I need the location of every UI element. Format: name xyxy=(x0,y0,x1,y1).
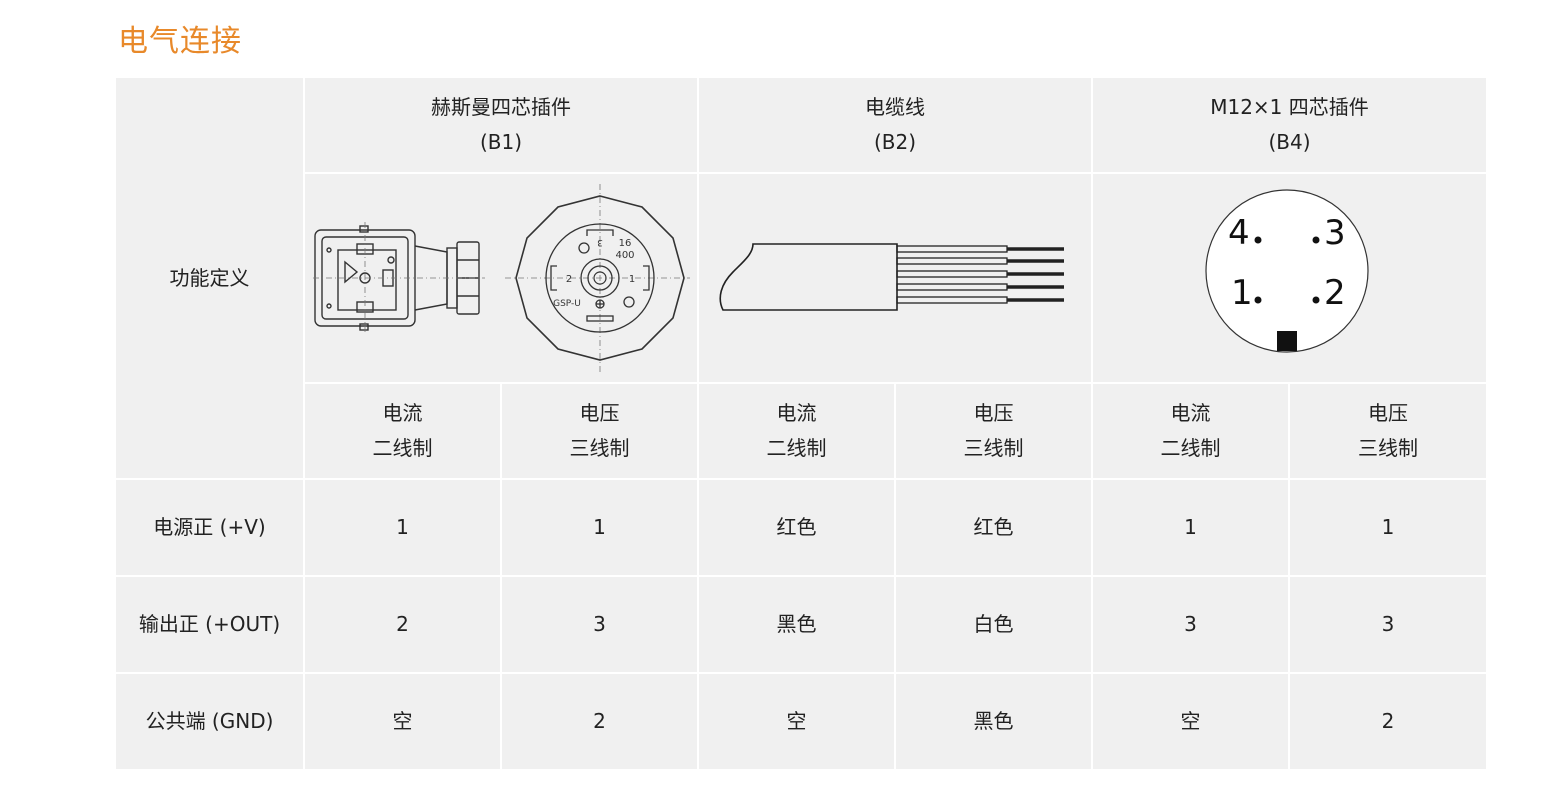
mode-line1: 电流 xyxy=(1170,401,1211,425)
table-cell: 红色 xyxy=(896,480,1091,575)
table-cell: 空 xyxy=(1093,674,1288,769)
mode-line2: 三线制 xyxy=(963,436,1024,460)
b4-pin-1: 1 xyxy=(1231,273,1253,313)
header-b1-code: (B1) xyxy=(479,130,523,154)
b1-pin-3: 3 xyxy=(597,237,603,247)
table-cell: 空 xyxy=(699,674,894,769)
cable-drawing xyxy=(719,243,1064,311)
table-cell: 空 xyxy=(305,674,500,769)
table-cell: 2 xyxy=(502,674,697,769)
mode-line2: 三线制 xyxy=(1358,436,1418,460)
header-b1-name: 赫斯曼四芯插件 xyxy=(431,95,571,119)
b1-label-gsp: GSP-U xyxy=(553,299,581,309)
table-cell: 1 xyxy=(1290,480,1486,575)
mode-line1: 电流 xyxy=(776,401,817,425)
table-cell: 3 xyxy=(502,577,697,672)
mode-b4-voltage: 电压 三线制 xyxy=(1290,384,1486,478)
header-b4: M12×1 四芯插件 (B4) xyxy=(1093,78,1486,172)
connection-table: 功能定义 赫斯曼四芯插件 (B1) 电缆线 (B2) M12×1 四芯插件 (B… xyxy=(116,78,1486,769)
diagram-b2 xyxy=(699,174,1091,382)
mode-line2: 三线制 xyxy=(569,436,630,460)
row-label-output-positive: 输出正 (+OUT) xyxy=(116,577,303,672)
table-cell: 黑色 xyxy=(699,577,894,672)
mode-b1-voltage: 电压 三线制 xyxy=(502,384,697,478)
table-cell: 1 xyxy=(305,480,500,575)
header-b2-name: 电缆线 xyxy=(865,95,925,119)
b1-pin-1: 1 xyxy=(629,274,635,285)
b4-pin-2: 2 xyxy=(1324,273,1346,313)
mode-line2: 二线制 xyxy=(766,436,827,460)
header-b2-code: (B2) xyxy=(873,130,917,154)
table-cell: 1 xyxy=(502,480,697,575)
row-label-power-positive: 电源正 (+V) xyxy=(116,480,303,575)
header-b2: 电缆线 (B2) xyxy=(699,78,1091,172)
mode-line1: 电压 xyxy=(1368,401,1408,425)
mode-line1: 电压 xyxy=(973,401,1014,425)
page-title: 电气连接 xyxy=(118,24,242,59)
table-cell: 白色 xyxy=(896,577,1091,672)
b1-label-16: 16 xyxy=(619,238,632,249)
table-cell: 黑色 xyxy=(896,674,1091,769)
header-b4-code: (B4) xyxy=(1268,130,1311,154)
mode-b4-current: 电流 二线制 xyxy=(1093,384,1288,478)
mode-line1: 电压 xyxy=(579,401,620,425)
header-b1: 赫斯曼四芯插件 (B1) xyxy=(305,78,697,172)
table-cell: 2 xyxy=(305,577,500,672)
mode-line2: 二线制 xyxy=(372,436,433,460)
row-label-ground: 公共端 (GND) xyxy=(116,674,303,769)
hirschmann-connector-drawing: 3 16 400 2 1 GSP-U xyxy=(313,184,690,372)
b4-pin-3: 3 xyxy=(1324,213,1346,253)
mode-line1: 电流 xyxy=(382,401,423,425)
table-cell: 红色 xyxy=(699,480,894,575)
mode-b2-current: 电流 二线制 xyxy=(699,384,894,478)
function-definition-label: 功能定义 xyxy=(116,78,303,478)
mode-b2-voltage: 电压 三线制 xyxy=(896,384,1091,478)
mode-b1-current: 电流 二线制 xyxy=(305,384,500,478)
mode-line2: 二线制 xyxy=(1160,436,1221,460)
diagram-b1: 3 16 400 2 1 GSP-U xyxy=(305,174,697,382)
m12-connector-drawing: 4 3 1 2 xyxy=(1204,189,1369,353)
header-b4-name: M12×1 四芯插件 xyxy=(1210,95,1369,119)
table-cell: 2 xyxy=(1290,674,1486,769)
b1-label-400: 400 xyxy=(615,250,634,261)
b1-pin-2: 2 xyxy=(566,274,572,285)
table-cell: 1 xyxy=(1093,480,1288,575)
diagram-b4: 4 3 1 2 xyxy=(1093,174,1486,382)
table-cell: 3 xyxy=(1290,577,1486,672)
table-cell: 3 xyxy=(1093,577,1288,672)
b4-pin-4: 4 xyxy=(1228,213,1250,253)
